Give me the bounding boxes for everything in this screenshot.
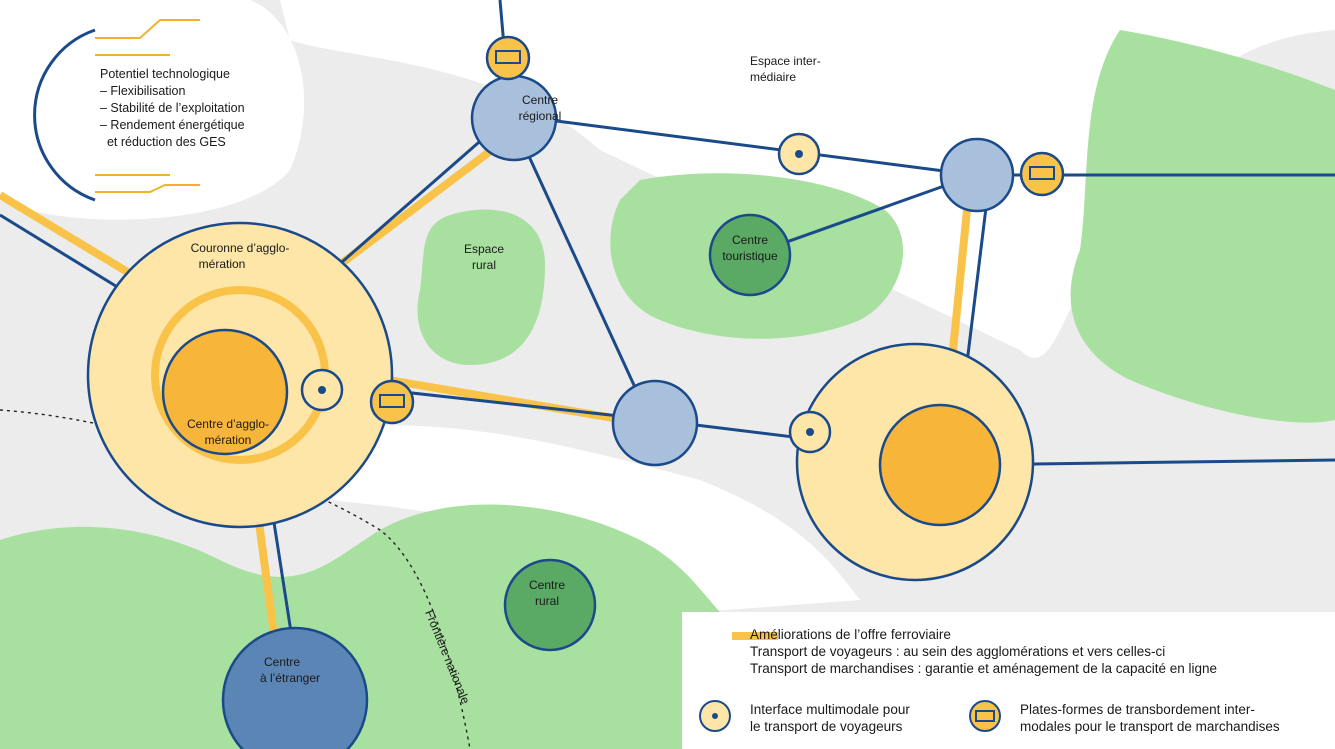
agglo-center-label-1: Centre d’agglo-	[187, 417, 269, 431]
rural-center-label-1: Centre	[529, 578, 565, 592]
legend-freight-line2: modales pour le transport de marchandise…	[1020, 719, 1280, 734]
node-east	[939, 137, 1015, 213]
gear-icon	[33, 28, 96, 202]
foreign-center-label-1: Centre	[264, 655, 300, 669]
node-central	[611, 379, 699, 467]
regional-center-label-2: régional	[519, 109, 562, 123]
foreign-center-node	[221, 626, 369, 749]
freight-platform-icon	[485, 35, 531, 81]
touristic-center-label-1: Centre	[732, 233, 768, 247]
tech-title: Potentiel technologique	[100, 67, 230, 81]
agglo-ring-label-2: mération	[199, 257, 246, 271]
rural-center-label-2: rural	[535, 594, 559, 608]
multimodal-hub-icon	[788, 410, 832, 454]
legend-rail-line1: Transport de voyageurs : au sein des agg…	[750, 644, 1166, 659]
tech-item: – Flexibilisation	[100, 84, 186, 98]
circuit-lines-icon	[95, 19, 200, 193]
rural-space-label-1: Espace	[464, 242, 504, 256]
intermediate-space-label-2: médiaire	[750, 70, 796, 84]
tech-potential-box: Potentiel technologique – Flexibilisatio…	[100, 66, 245, 151]
rural-center-node	[503, 558, 597, 652]
agglo-center-label-2: mération	[205, 433, 252, 447]
legend: Améliorations de l’offre ferroviaire Tra…	[682, 612, 1335, 749]
white-area-center	[330, 425, 860, 612]
tech-item: et réduction des GES	[100, 135, 226, 149]
legend-multimodal-hub-icon	[699, 700, 731, 732]
rail-improvement-swatch	[732, 632, 778, 640]
legend-rail-title: Améliorations de l’offre ferroviaire	[750, 627, 951, 642]
touristic-center-node	[708, 213, 792, 297]
rural-space-label-2: rural	[472, 258, 496, 272]
multimodal-hub-icon	[777, 132, 821, 176]
legend-hub-line2: le transport de voyageurs	[750, 719, 903, 734]
legend-hub-line1: Interface multimodale pour	[750, 702, 910, 717]
green-area-rural	[417, 209, 545, 365]
tech-item: – Stabilité de l’exploitation	[100, 101, 245, 115]
agglo-core-right	[878, 403, 1002, 527]
agglo-ring-label-1: Couronne d’agglo-	[191, 241, 290, 255]
tech-item: – Rendement énergétique	[100, 118, 245, 132]
legend-freight-platform-icon	[969, 700, 1001, 732]
agglo-core-left	[161, 328, 289, 456]
foreign-center-label-2: à l’étranger	[260, 671, 320, 685]
intermediate-space-label-1: Espace inter-	[750, 54, 821, 68]
white-area-techbox	[0, 0, 305, 220]
multimodal-hub-icon	[300, 368, 344, 412]
touristic-center-label-2: touristique	[722, 249, 778, 263]
freight-platform-icon	[369, 379, 415, 425]
legend-freight-line1: Plates-formes de transbordement inter-	[1020, 702, 1255, 717]
legend-rail-line2: Transport de marchandises : garantie et …	[750, 661, 1218, 676]
green-area-right	[1070, 30, 1335, 423]
regional-center-label-1: Centre	[522, 93, 558, 107]
freight-platform-icon	[1019, 151, 1065, 197]
